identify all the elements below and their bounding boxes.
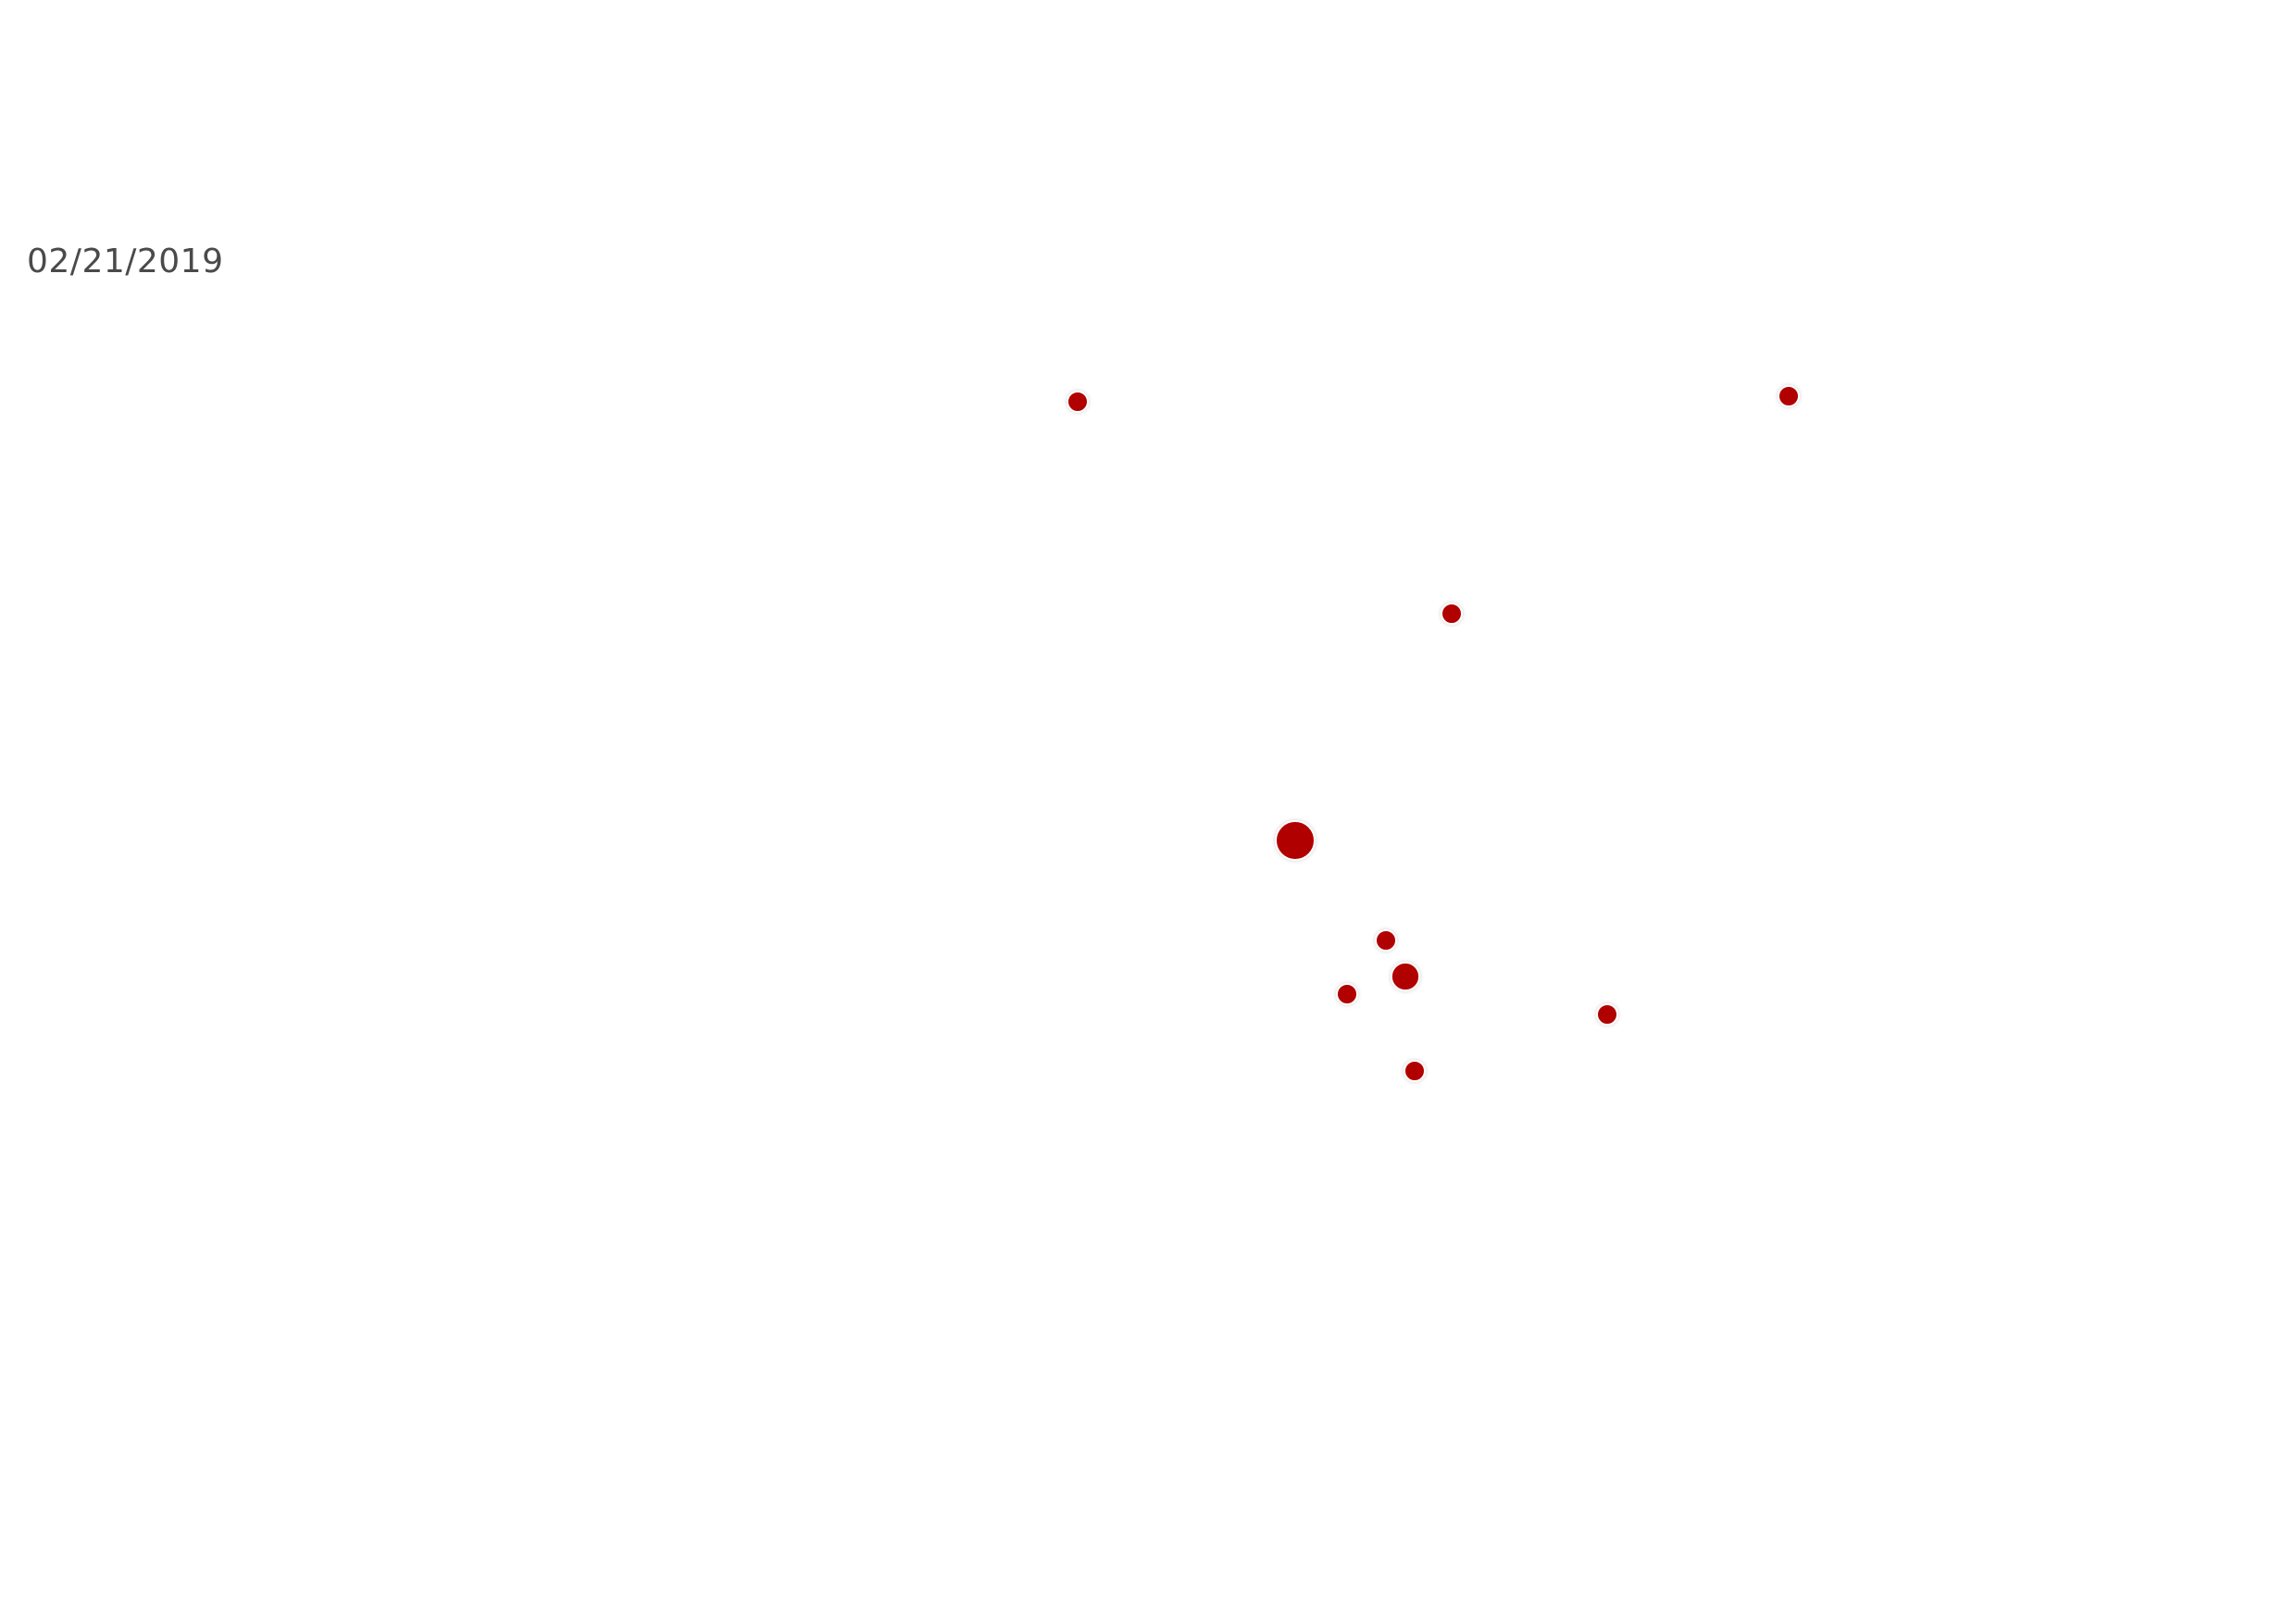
date-label: 02/21/2019 (27, 243, 224, 280)
marker-1[interactable] (1067, 391, 1089, 413)
marker-2[interactable] (1778, 385, 1800, 407)
marker-7[interactable] (1336, 983, 1358, 1005)
marker-3[interactable] (1441, 603, 1463, 625)
markers-layer (1067, 385, 1800, 1082)
marker-5[interactable] (1375, 929, 1397, 952)
marker-4[interactable] (1275, 820, 1316, 861)
marker-6[interactable] (1390, 961, 1421, 992)
marker-8[interactable] (1596, 1003, 1618, 1026)
marker-9[interactable] (1404, 1060, 1426, 1082)
